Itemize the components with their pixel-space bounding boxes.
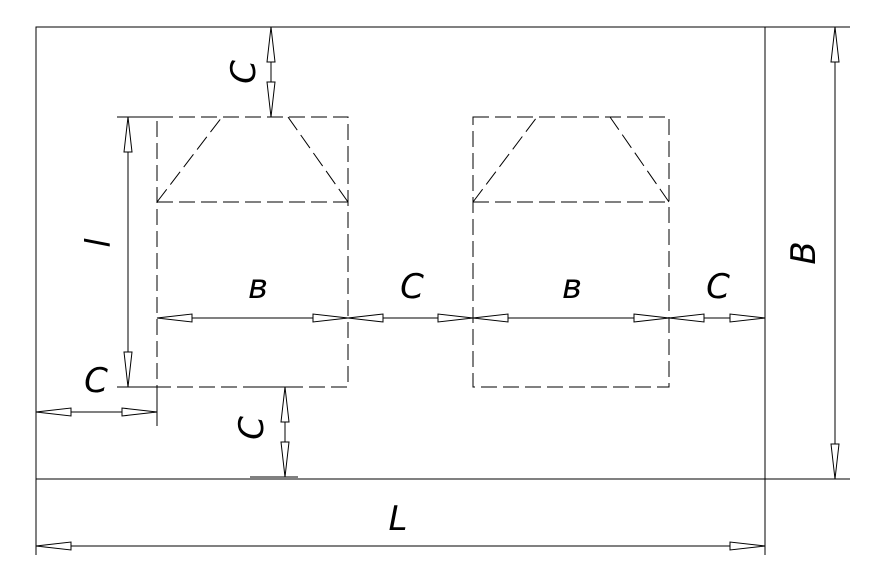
label-clearance-left: C [84,361,108,401]
dim-outer-length [35,541,766,551]
item-left-slope-right [287,116,349,203]
dim-c-top-arrow-down [266,81,276,118]
dim-c-bottom-arrow-down [280,441,290,478]
label-clearance-right: C [706,267,730,307]
label-item-width-left: в [248,267,268,307]
dim-c-mid-arrow-left [347,313,384,323]
dim-item-length [117,116,157,388]
item-right [472,116,670,388]
dim-b-arrow-top [830,26,840,63]
dim-b-arrow-bottom [830,443,840,480]
label-clearance-mid: C [400,267,424,307]
dim-l-outer-arrow-right [729,541,766,551]
item-right-slope-left [472,116,538,203]
item-left [156,116,349,388]
dim-c-mid-arrow-right [437,313,474,323]
label-item-length: l [79,238,119,248]
dim-l-outer-arrow-left [35,541,72,551]
dim-l-arrow-top [123,116,133,153]
dim-clearance-bottom [250,386,298,478]
dim-c-left-arrow-right [121,407,158,417]
dim-b1-arrow-right [312,313,349,323]
dim-b2-arrow-left [472,313,509,323]
item-left-slope-left [156,116,223,203]
dim-c-right-arrow-right [729,313,766,323]
dim-b1-arrow-left [156,313,193,323]
dim-chain-horizontal [156,313,766,323]
label-item-width-right: в [562,267,582,307]
item-left-outline [156,116,349,388]
dim-clearance-top [266,26,276,118]
dim-c-top-arrow-up [266,26,276,63]
label-clearance-bottom: C [232,416,272,440]
dim-c-left-arrow-left [35,407,72,417]
dim-outer-width [830,26,840,480]
label-outer-length: L [389,499,408,539]
dim-clearance-left [35,387,158,426]
label-clearance-top: C [224,60,264,84]
item-right-outline [472,116,670,388]
dim-c-bottom-arrow-up [280,386,290,423]
outer-outline [35,26,766,480]
dim-b2-arrow-right [633,313,670,323]
item-right-slope-right [609,116,670,203]
dim-l-arrow-bottom [123,351,133,388]
label-outer-width: B [784,241,824,264]
dim-c-right-arrow-left [668,313,705,323]
